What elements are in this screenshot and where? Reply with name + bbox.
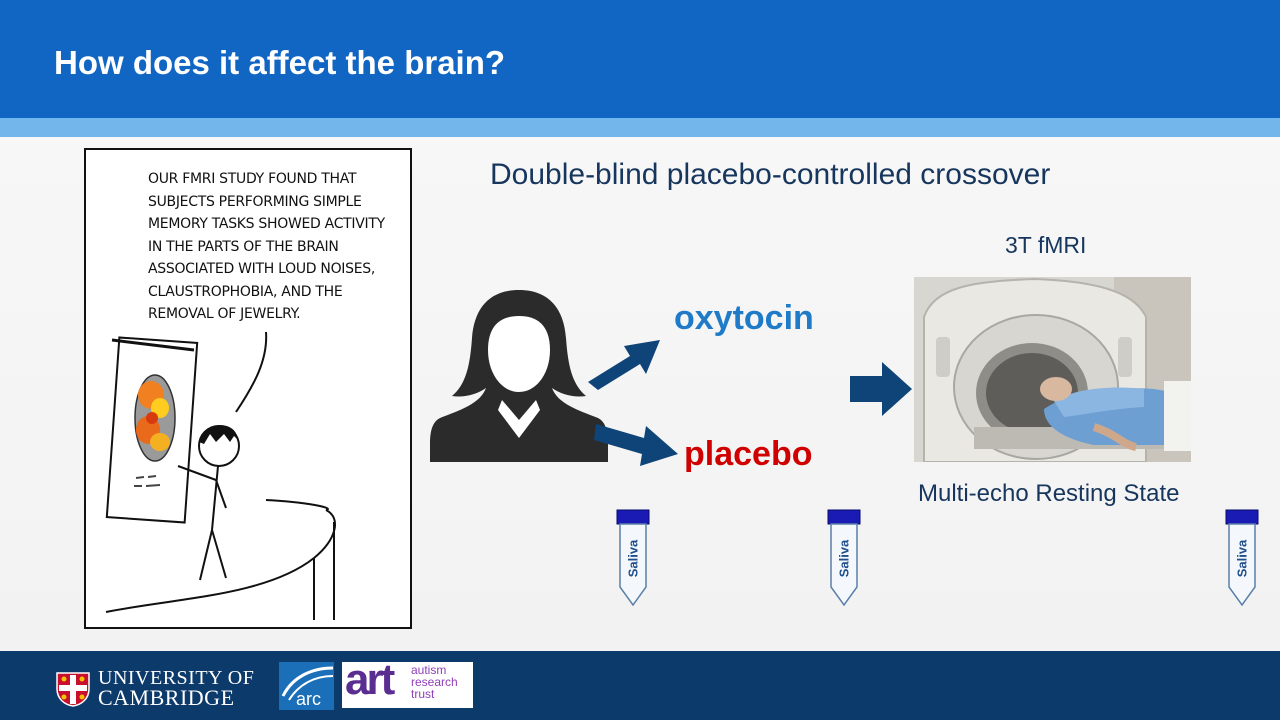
- cambridge-line-2: CAMBRIDGE: [98, 685, 235, 710]
- cambridge-line-1: UNIVERSITY OF: [98, 667, 255, 689]
- arc-logo-text: arc: [296, 689, 322, 709]
- scan-type-label: Multi-echo Resting State: [918, 480, 1180, 507]
- xkcd-comic-panel: OUR FMRI STUDY FOUND THAT SUBJECTS PERFO…: [84, 148, 412, 629]
- arrow-to-oxytocin-icon: [588, 340, 660, 390]
- scanner-label: 3T fMRI: [1005, 232, 1087, 258]
- arc-swoosh-icon: [281, 666, 334, 701]
- slide-title: How does it affect the brain?: [54, 44, 506, 81]
- art-autism: autism: [411, 663, 447, 677]
- header-accent-strip: [0, 118, 1280, 137]
- arrow-to-scanner-icon: [850, 362, 912, 416]
- saliva-tube-icon: [827, 509, 861, 607]
- autism-research-trust-logo: [342, 662, 473, 708]
- saliva-tube-icon: [616, 509, 650, 607]
- comic-caption: OUR FMRI STUDY FOUND THAT SUBJECTS PERFO…: [148, 171, 385, 322]
- saliva-tube-icon: [1225, 509, 1259, 607]
- arc-logo: [279, 662, 334, 710]
- comic-drawing: [105, 331, 336, 620]
- mri-scanner-image: [914, 277, 1191, 462]
- art-logo-subtext: autism research trust: [411, 664, 458, 700]
- slide-header: [0, 0, 1280, 118]
- study-design-subtitle: Double-blind placebo-controlled crossove…: [490, 158, 1051, 191]
- saliva-label: Saliva: [1234, 539, 1250, 577]
- art-trust: trust: [411, 687, 435, 701]
- cambridge-logo-text: UNIVERSITY OF CAMBRIDGE: [98, 667, 255, 710]
- arrow-to-placebo-icon: [594, 424, 678, 466]
- placebo-label: placebo: [684, 435, 813, 473]
- saliva-label: Saliva: [836, 539, 852, 577]
- cambridge-shield-icon: [56, 672, 90, 707]
- saliva-label: Saliva: [625, 539, 641, 577]
- art-research: research: [411, 675, 458, 689]
- slide-footer: [0, 651, 1280, 720]
- oxytocin-label: oxytocin: [674, 299, 814, 337]
- person-silhouette-icon: [430, 290, 608, 462]
- art-logo-text: art: [345, 655, 395, 704]
